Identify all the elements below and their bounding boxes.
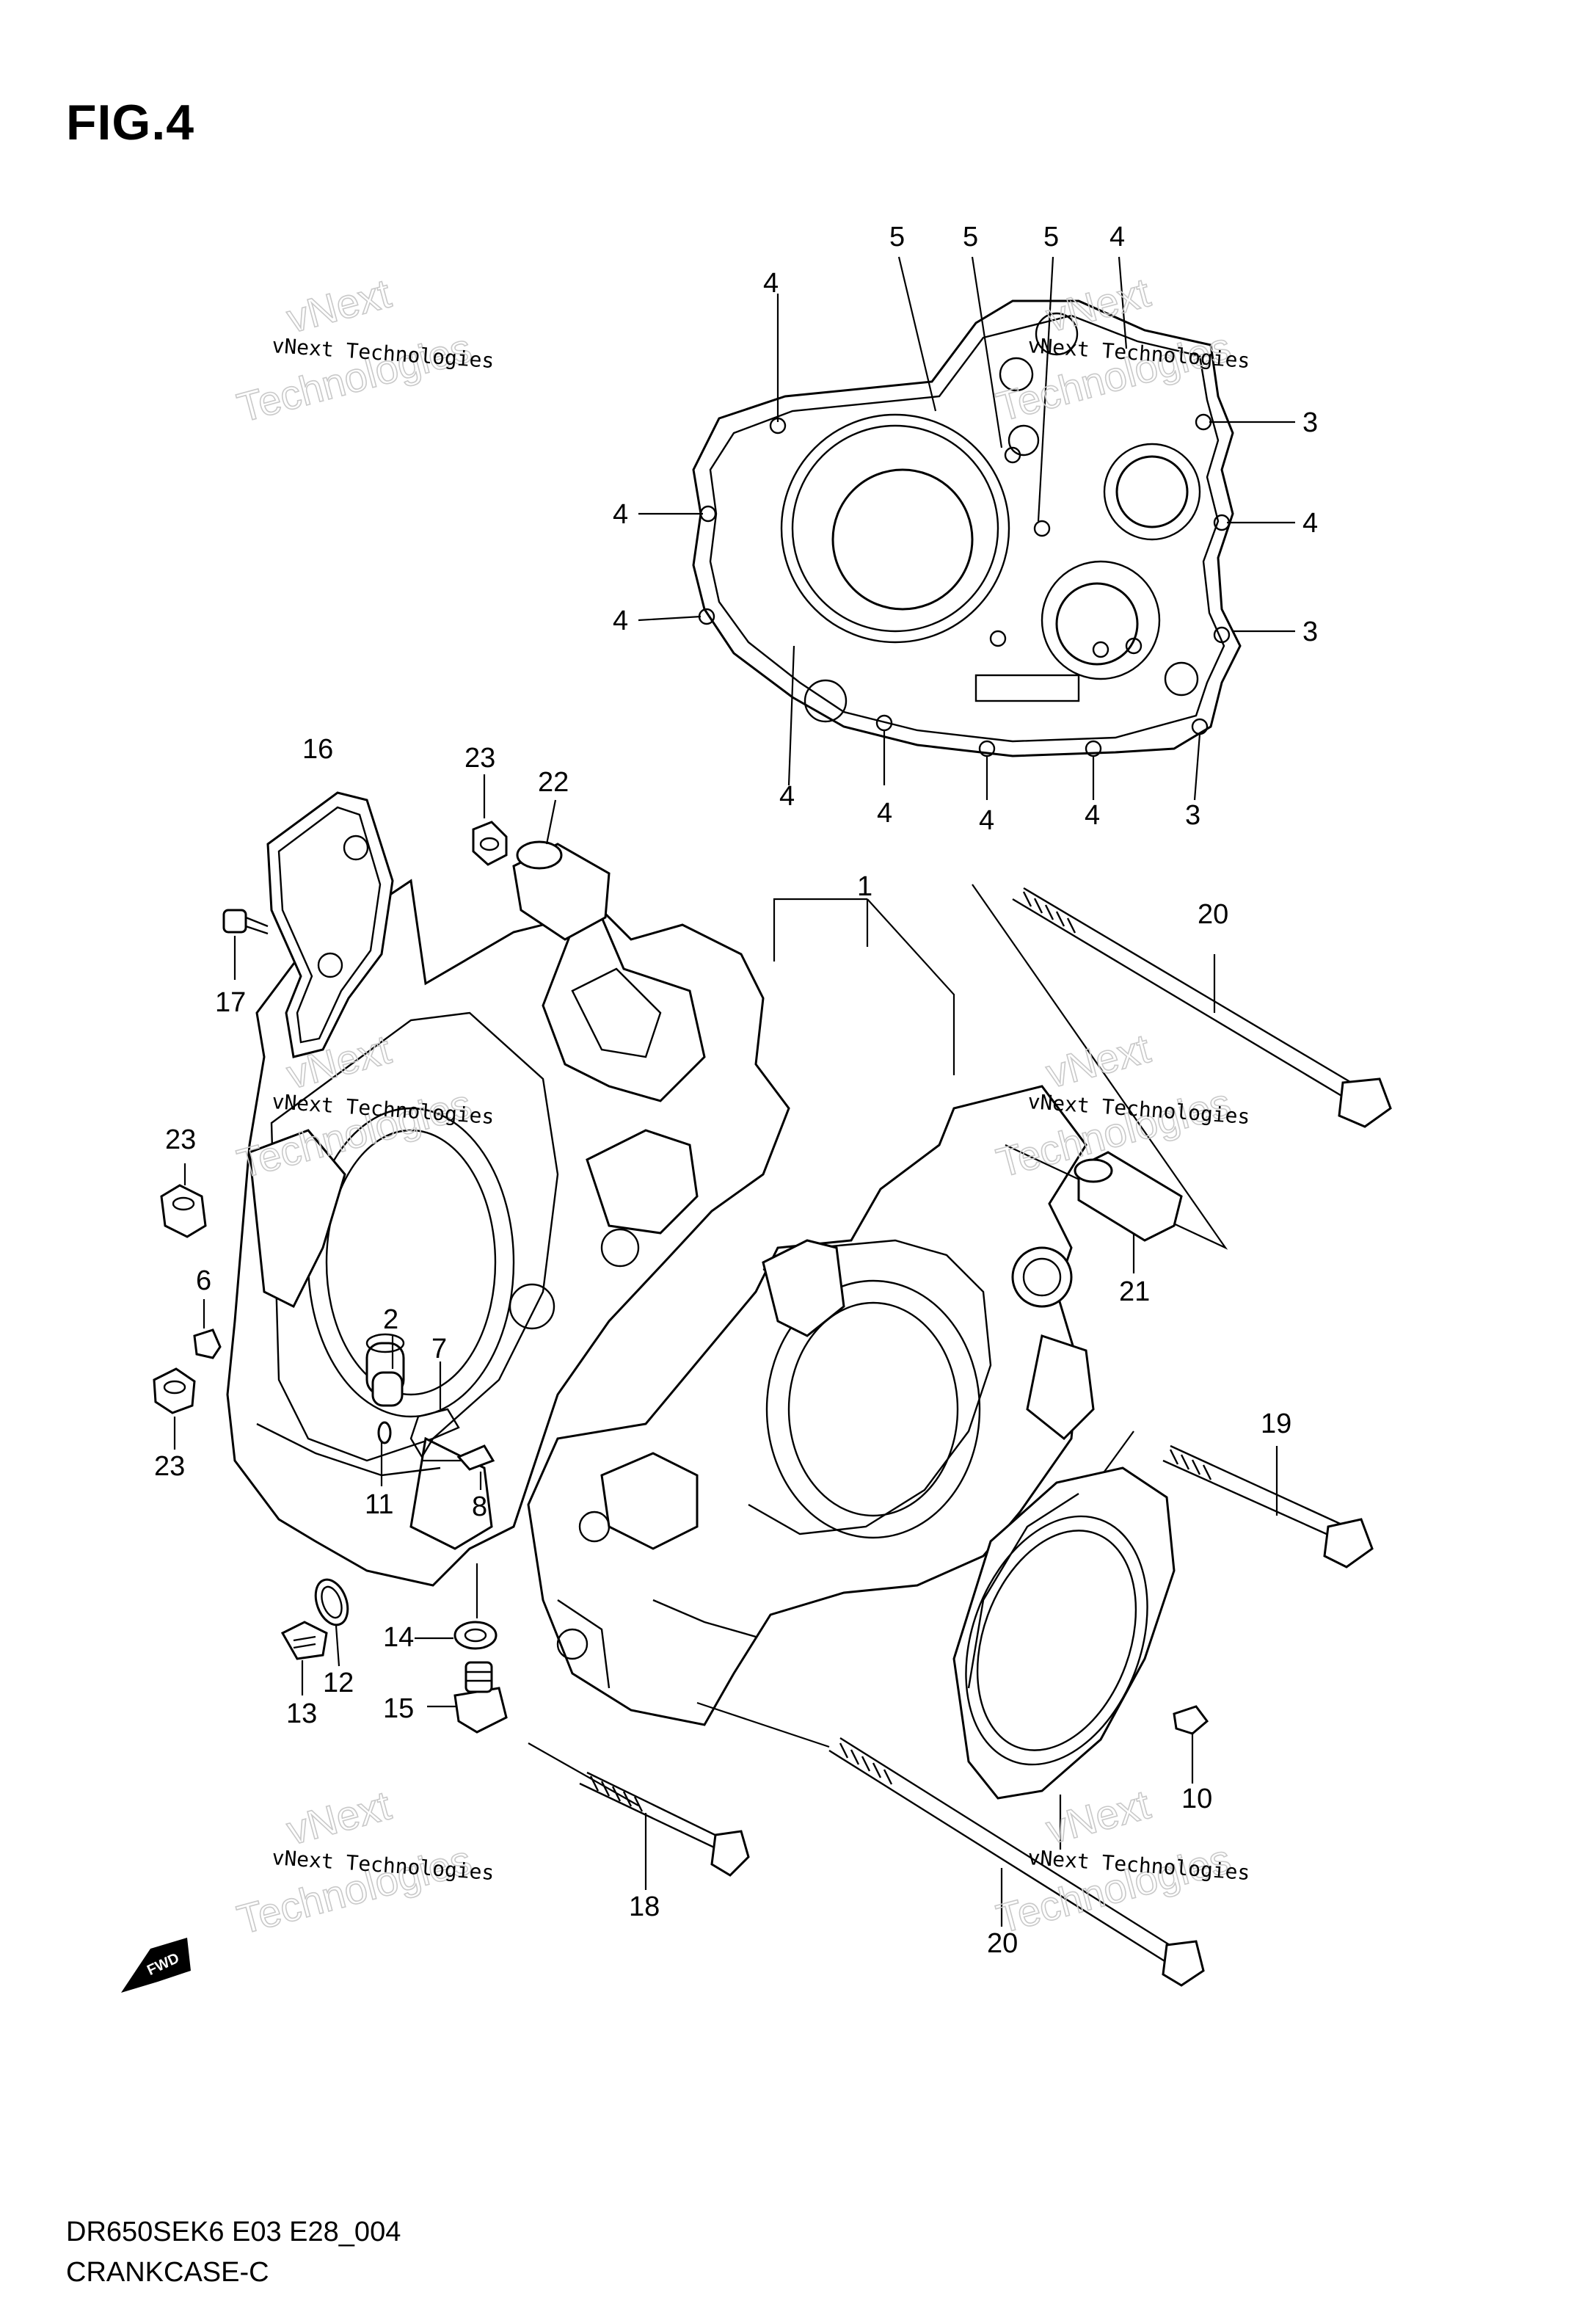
bolt-20-lower	[696, 1701, 1205, 1987]
callout-4: 4	[1109, 222, 1125, 252]
callout-4: 4	[979, 805, 994, 836]
callout-12: 12	[323, 1668, 354, 1698]
callout-2: 2	[383, 1304, 398, 1335]
watermark-logo-line-1: vNext	[282, 1781, 396, 1853]
callout-22: 22	[538, 767, 569, 798]
watermark-logo-line-1: vNext	[282, 269, 396, 341]
callout-11: 11	[365, 1489, 393, 1520]
callout-1: 1	[857, 871, 872, 902]
callout-3: 3	[1302, 617, 1318, 647]
clip-7	[409, 1362, 460, 1459]
callout-20: 20	[987, 1928, 1018, 1959]
figure-title: FIG.4	[66, 95, 195, 150]
gasket-leaders	[638, 256, 1295, 801]
watermark-top-left: vNext Technologies vNext Technologies	[232, 269, 495, 432]
callout-13: 13	[286, 1698, 317, 1729]
drain-bolt-15	[427, 1661, 508, 1734]
callout-16: 16	[302, 734, 333, 765]
callout-23: 23	[165, 1124, 196, 1155]
callout-4: 4	[779, 781, 795, 812]
crankcase-gasket	[692, 299, 1242, 757]
callout-4: 4	[613, 499, 628, 530]
callout-4: 4	[613, 606, 628, 636]
callout-21: 21	[1119, 1276, 1150, 1307]
callout-5: 5	[963, 222, 978, 252]
watermark-bottom-left: vNext Technologies vNext Technologies	[232, 1781, 495, 1944]
nut-23-top	[472, 774, 508, 866]
screw-8	[422, 1444, 495, 1490]
nut-23-left-b	[153, 1367, 196, 1450]
pin-2	[371, 1336, 404, 1407]
model-code: DR650SEK6 E03 E28_004	[66, 2217, 401, 2247]
jet-11	[377, 1421, 392, 1486]
callout-labels: 4 5 5 5 4 3 4 3 4 4 4 4 4 4 3 16 23 22 1…	[154, 222, 1318, 1959]
callout-4: 4	[877, 798, 892, 829]
dowel-22	[512, 799, 611, 941]
callout-8: 8	[472, 1491, 487, 1522]
callout-3: 3	[1302, 407, 1318, 438]
forward-direction-badge: FWD	[121, 1938, 191, 1993]
bolt-18	[528, 1742, 750, 1890]
callout-4: 4	[1302, 508, 1318, 539]
dowel-21	[1074, 1151, 1183, 1273]
callout-5: 5	[1043, 222, 1059, 252]
seal-plate	[952, 1466, 1176, 1850]
watermark-logo-line-1: vNext	[1041, 1781, 1155, 1853]
plate-16	[266, 791, 394, 1058]
section-name: CRANKCASE-C	[66, 2257, 269, 2288]
washer-12	[314, 1578, 349, 1667]
crankcase-right-half	[527, 1085, 1095, 1726]
callout-18: 18	[629, 1891, 660, 1922]
callout-5: 5	[889, 222, 905, 252]
callout-19: 19	[1261, 1408, 1291, 1439]
plug-13	[280, 1621, 328, 1695]
callout-17: 17	[215, 987, 246, 1018]
bolt-17	[222, 909, 269, 980]
callout-6: 6	[196, 1265, 211, 1296]
callout-10: 10	[1181, 1784, 1212, 1814]
crankcase-left-half	[226, 879, 790, 1587]
callout-14: 14	[383, 1622, 414, 1653]
callout-3: 3	[1185, 800, 1200, 831]
callout-23: 23	[464, 743, 495, 774]
screw-10	[1173, 1705, 1209, 1784]
nut-23-left-a	[160, 1163, 207, 1238]
callout-15: 15	[383, 1693, 414, 1724]
callout-4: 4	[763, 268, 779, 299]
washer-14	[415, 1563, 498, 1650]
assembly-bracket	[773, 898, 955, 1075]
watermark-logo-line-1: vNext	[1041, 1025, 1155, 1097]
callout-20: 20	[1198, 899, 1228, 930]
callout-23: 23	[154, 1451, 185, 1482]
callout-4: 4	[1085, 800, 1100, 831]
callout-7: 7	[431, 1334, 447, 1364]
cap-6	[193, 1299, 222, 1359]
